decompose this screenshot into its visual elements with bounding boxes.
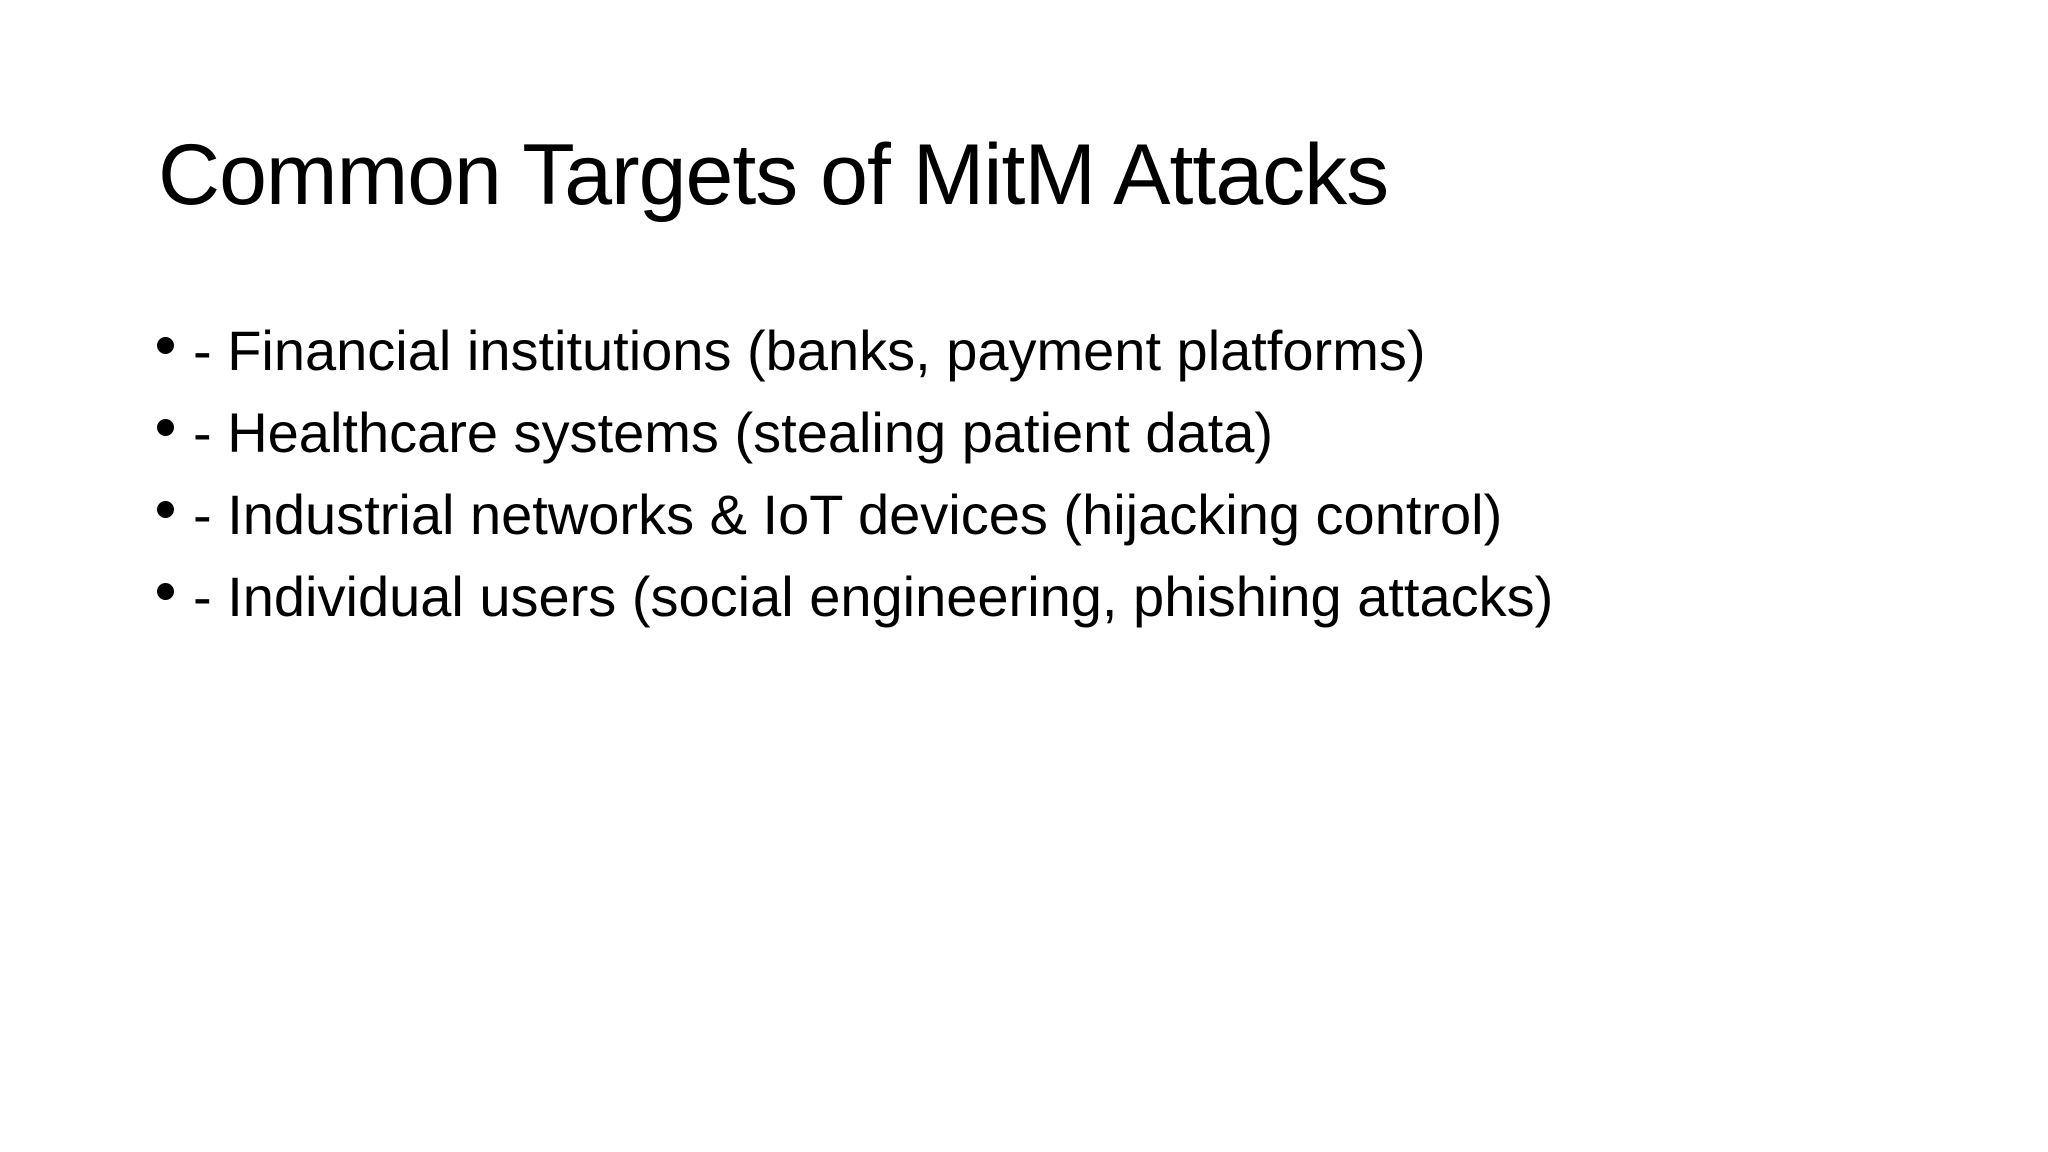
list-item: - Healthcare systems (stealing patient d… (157, 392, 1553, 474)
bullet-list: - Financial institutions (banks, payment… (157, 310, 1553, 638)
bullet-text: - Industrial networks & IoT devices (hij… (193, 483, 1503, 546)
list-item: - Industrial networks & IoT devices (hij… (157, 474, 1553, 556)
bullet-icon (157, 418, 174, 436)
bullet-text: - Financial institutions (banks, payment… (193, 319, 1426, 382)
bullet-icon (157, 336, 174, 354)
list-item: - Financial institutions (banks, payment… (157, 310, 1553, 392)
bullet-text: - Healthcare systems (stealing patient d… (193, 401, 1274, 464)
page-title: Common Targets of MitM Attacks (158, 127, 1389, 223)
list-item: - Individual users (social engineering, … (157, 556, 1553, 638)
bullet-icon (157, 582, 174, 600)
bullet-icon (157, 500, 174, 518)
bullet-text: - Individual users (social engineering, … (193, 565, 1554, 628)
